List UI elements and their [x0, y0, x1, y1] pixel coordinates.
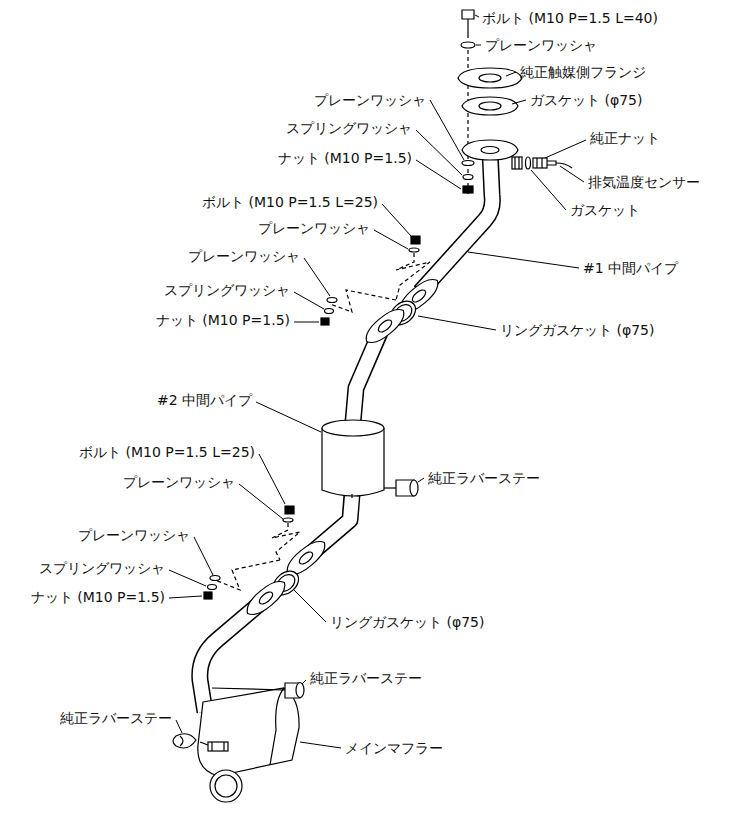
part-label: メインマフラー [345, 739, 443, 757]
part-label: ナット (M10 P=1.5) [278, 149, 412, 167]
part-label: プレーンワッシャ [123, 473, 235, 491]
part-label: ナット (M10 P=1.5) [31, 588, 165, 606]
part-label: プレーンワッシャ [188, 247, 300, 265]
part-label: ガスケット (φ75) [530, 91, 642, 109]
part-label: スプリングワッシャ [39, 559, 165, 577]
part-label: スプリングワッシャ [286, 119, 412, 137]
part-label: 純正ナット [590, 129, 660, 147]
part-label: 排気温度センサー [588, 173, 700, 191]
part-label: 純正触媒側フランジ [520, 63, 646, 81]
part-label: #2 中間パイプ [157, 391, 252, 409]
part-label: スプリングワッシャ [164, 281, 290, 299]
part-label: ボルト (M10 P=1.5 L=25) [79, 443, 255, 461]
part-label: プレーンワッシャ [78, 526, 190, 544]
part-label: プレーンワッシャ [485, 36, 597, 54]
part-label: ボルト (M10 P=1.5 L=25) [202, 193, 378, 211]
part-label: ナット (M10 P=1.5) [156, 311, 290, 329]
part-label: 純正ラバーステー [60, 709, 172, 727]
part-label: #1 中間パイプ [583, 259, 678, 277]
part-label: リングガスケット (φ75) [330, 613, 484, 631]
part-label: プレーンワッシャ [258, 219, 370, 237]
part-label: プレーンワッシャ [314, 91, 426, 109]
part-label: 純正ラバーステー [310, 669, 422, 687]
part-label: ガスケット [570, 201, 640, 219]
part-label: 純正ラバーステー [428, 469, 540, 487]
part-label: リングガスケット (φ75) [500, 321, 654, 339]
part-label: ボルト (M10 P=1.5 L=40) [482, 9, 658, 27]
